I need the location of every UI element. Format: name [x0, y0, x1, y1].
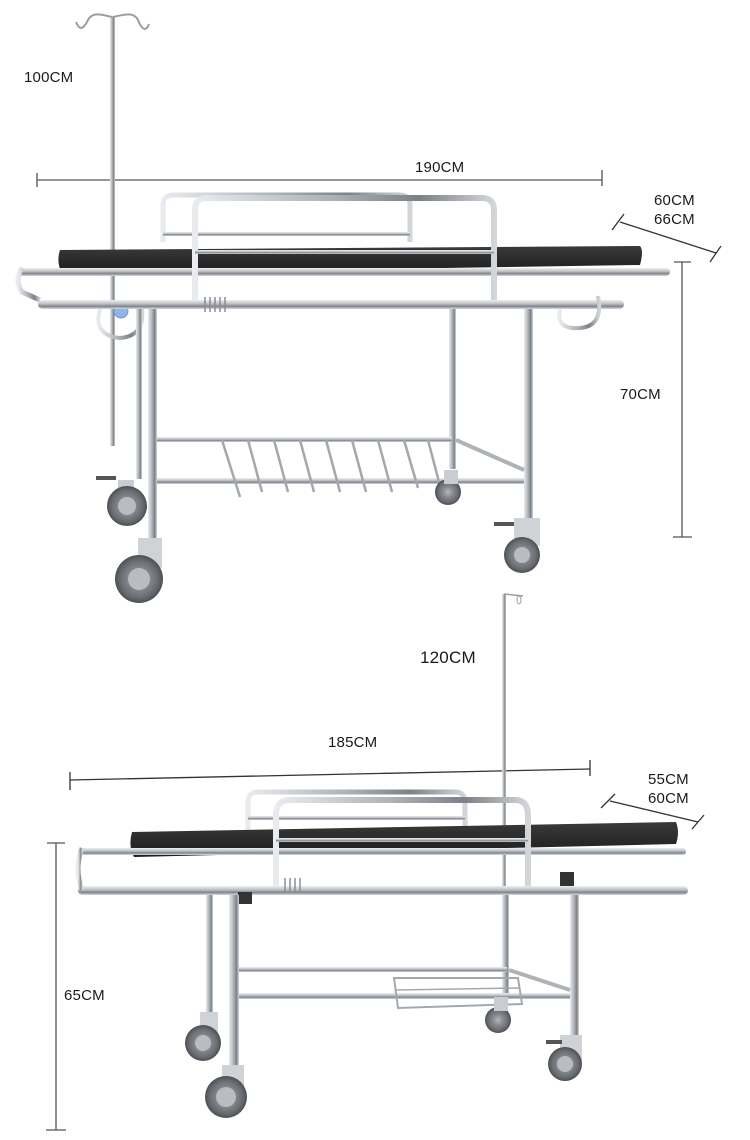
bottom-width-label-2: 60CM	[648, 790, 689, 807]
top-length-dimension-line	[36, 170, 603, 187]
bottom-length-dimension-line	[69, 760, 591, 790]
top-width-label-2: 66CM	[654, 211, 695, 228]
wheel-icon	[435, 470, 461, 505]
bottom-frame	[75, 797, 688, 904]
top-basket	[157, 437, 525, 498]
top-wheels	[96, 470, 540, 603]
top-legs	[136, 309, 533, 539]
bottom-legs	[206, 895, 579, 1065]
top-width-dimension-line	[611, 213, 722, 263]
wheel-icon	[205, 1065, 247, 1118]
wheel-icon	[546, 1035, 582, 1081]
top-frame	[15, 195, 670, 341]
top-height-label: 70CM	[620, 386, 661, 403]
top-height-dimension-line	[673, 261, 692, 538]
wheel-icon	[485, 997, 511, 1033]
top-length-label: 190CM	[415, 159, 465, 176]
wheel-icon	[494, 518, 540, 573]
bottom-iv-pole	[502, 593, 524, 894]
bottom-length-label: 185CM	[328, 734, 378, 751]
bottom-iv-pole-height-label: 120CM	[420, 648, 476, 667]
bottom-height-dimension-line	[46, 842, 66, 1131]
wheel-icon	[96, 476, 147, 526]
bottom-tray	[239, 967, 571, 1010]
wheel-icon	[115, 538, 163, 603]
top-iv-pole-height-label: 100CM	[24, 69, 74, 86]
bottom-width-label-1: 55CM	[648, 771, 689, 788]
wheel-icon	[185, 1012, 221, 1061]
bottom-width-dimension-line	[600, 793, 705, 830]
top-width-label-1: 60CM	[654, 192, 695, 209]
bottom-wheels	[185, 997, 582, 1118]
bottom-height-label: 65CM	[64, 987, 105, 1004]
